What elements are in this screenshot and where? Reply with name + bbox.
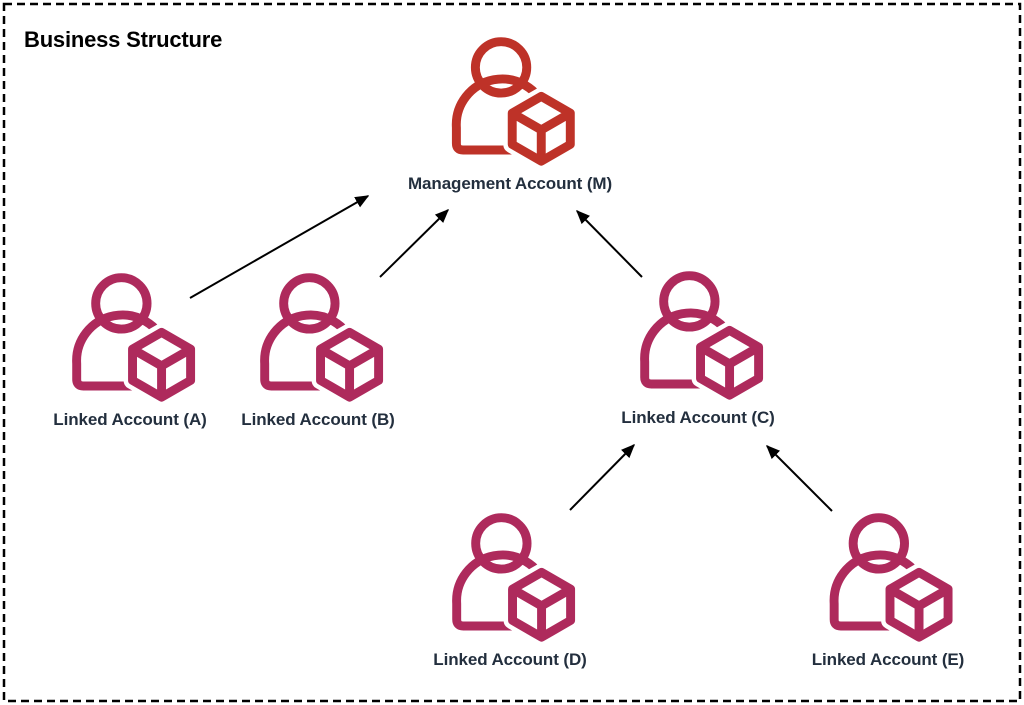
user-with-cube-icon: [443, 36, 577, 168]
node-label: Linked Account (A): [53, 410, 207, 429]
node-label: Linked Account (C): [621, 408, 775, 427]
page-title: Business Structure: [24, 27, 223, 52]
user-with-cube-icon: [631, 270, 765, 402]
user-with-cube-icon: [63, 272, 197, 404]
user-with-cube-icon: [821, 512, 955, 644]
node-label: Management Account (M): [407, 174, 613, 193]
node-linked-account-a: Linked Account (A): [53, 272, 207, 430]
node-label: Linked Account (D): [433, 650, 587, 669]
node-linked-account-c: Linked Account (C): [621, 270, 775, 428]
arrow-D-to-C: [569, 444, 635, 511]
arrow-B-to-M: [379, 209, 449, 278]
node-linked-account-b: Linked Account (B): [241, 272, 395, 430]
arrow-E-to-C: [766, 445, 833, 512]
user-with-cube-icon: [443, 512, 577, 644]
node-linked-account-e: Linked Account (E): [812, 512, 964, 670]
node-label: Linked Account (E): [811, 650, 965, 669]
node-linked-account-d: Linked Account (D): [433, 512, 587, 670]
node-management-account-m: Management Account (M): [408, 36, 612, 194]
user-with-cube-icon: [251, 272, 385, 404]
node-label: Linked Account (B): [241, 410, 395, 429]
arrow-A-to-M: [189, 195, 370, 299]
arrow-C-to-M: [576, 210, 643, 278]
